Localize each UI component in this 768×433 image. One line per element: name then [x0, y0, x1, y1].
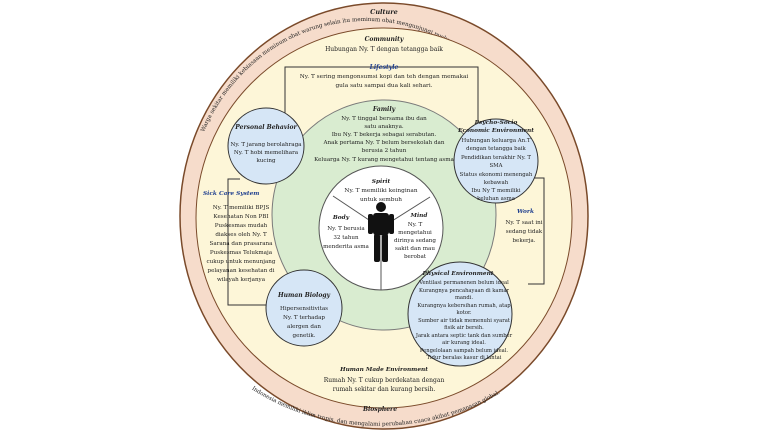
- work-text-3: bekerja.: [512, 238, 535, 244]
- physical-environment-text-8: Jarak antara septic tank dan sumber: [415, 333, 513, 339]
- sick-care-text-4: diakses oleh Ny. T: [215, 232, 267, 238]
- work-connector: [528, 177, 545, 285]
- human-made-text-1: Rumah Ny. T cukup berdekatan dengan: [324, 377, 445, 384]
- physical-environment-text-1: Ventilasi permanenen belum ideal: [418, 280, 509, 286]
- family-text-3: Ibu Ny. T bekerja sebagai serabutan.: [332, 132, 437, 138]
- physical-environment-text-4: Kurangnya kebersihan rumah, atap: [417, 303, 511, 309]
- physical-environment-text-7: fisik air bersih.: [444, 325, 484, 331]
- mind-text-5: berobat: [404, 254, 427, 260]
- sick-care-connector: [227, 178, 268, 306]
- physical-environment-text-10: Pengelolaan sampah belum ideal.: [420, 348, 509, 354]
- psycho-socio-text-1: Hubungan keluarga An.T: [462, 138, 531, 144]
- physical-environment-text-3: mandi.: [455, 295, 473, 301]
- sick-care-text-8: pelayanan kesehatan di: [208, 268, 275, 274]
- personal-behavior-bubble: [227, 107, 305, 185]
- lifestyle-bracket: [284, 66, 479, 126]
- work-text-1: Ny. T saat ini: [505, 220, 542, 226]
- mind-text-3: dirinya sedang: [394, 238, 436, 244]
- spirit-label: Spirit: [372, 179, 391, 185]
- human-biology-text-3: alergen dan: [287, 324, 321, 330]
- family-text-6: Keluarga Ny. T kurang mengetahui tentang…: [314, 157, 454, 163]
- human-biology-bubble: [265, 269, 343, 347]
- work-text-2: sedang tidak: [506, 229, 543, 235]
- sick-care-text-5: Sarana dan prasarana: [210, 241, 274, 247]
- body-text-3: menderita asma: [323, 244, 369, 250]
- spirit-text-1: Ny. T memiliki keinginan: [344, 188, 417, 194]
- human-made-text-2: rumah sekitar dan kurang bersih.: [333, 386, 436, 393]
- family-text-5: berusia 2 tahun: [362, 148, 407, 154]
- lifestyle-label: Lifestyle: [369, 64, 399, 71]
- psycho-socio-text-3: Pendidikan terakhir Ny. T: [461, 155, 531, 161]
- psycho-socio-bubble: [453, 118, 539, 204]
- human-made-label: Human Made Environment: [339, 367, 428, 373]
- body-text-2: 32 tahun: [333, 235, 359, 241]
- psycho-socio-label-1: Psycho-Socio: [474, 120, 518, 126]
- human-biology-text-2: Ny. T terhadap: [283, 315, 325, 321]
- personal-behavior-text-2: Ny. T hobi memelihara: [234, 150, 299, 156]
- physical-environment-label: Physical Environment: [422, 271, 494, 277]
- psycho-socio-text-4: SMA: [489, 163, 502, 169]
- mind-text-2: mengetahui: [398, 230, 432, 236]
- physical-environment-text-11: Tidur beralas kasur di lantai: [427, 355, 502, 361]
- mind-label: Mind: [410, 213, 428, 219]
- physical-environment-text-5: kotor.: [456, 310, 471, 316]
- person-silhouette-icon: [368, 202, 394, 262]
- physical-environment-text-9: air kurang ideal.: [442, 340, 486, 346]
- sick-care-text-3: Puskesmas mudah: [215, 223, 268, 229]
- family-text-2: satu anaknya.: [364, 124, 404, 130]
- psycho-socio-text-8: keluhan asma: [477, 196, 516, 202]
- biosphere-label: Biosphere: [362, 406, 397, 413]
- sick-care-text-1: Ny. T memiliki BPJS: [213, 205, 270, 211]
- sick-care-text-2: Kesehatan Non PBI: [213, 214, 268, 220]
- psycho-socio-text-6: kebawah: [484, 180, 509, 186]
- physical-environment-text-2: Kurangnya pencahayaan di kamar: [419, 288, 509, 294]
- family-text-1: Ny. T tinggal bersama ibu dan: [341, 116, 427, 122]
- community-label: Community: [365, 36, 404, 43]
- psycho-socio-text-7: Ibu Ny T memiliki: [471, 188, 520, 194]
- human-biology-label: Human Biology: [277, 292, 331, 299]
- family-label: Family: [372, 106, 396, 113]
- psycho-socio-text-2: dengan tetangga baik: [466, 146, 526, 152]
- sick-care-label: Sick Care System: [203, 191, 259, 197]
- psycho-socio-label-2: Economic Environment: [457, 128, 534, 134]
- sick-care-text-7: cukup untuk menunjang: [207, 259, 276, 265]
- lifestyle-text-1: Ny. T sering mengonsumsi kopi dan teh de…: [300, 74, 469, 80]
- sick-care-text-9: wilayah kerjanya: [217, 277, 266, 283]
- work-label: Work: [517, 209, 534, 215]
- mind-text-4: sakit dan mau: [395, 246, 435, 252]
- physical-environment-bubble: [407, 261, 513, 367]
- body-label: Body: [332, 215, 350, 221]
- psycho-socio-text-5: Status ekonomi menengah: [460, 172, 533, 178]
- mind-text-1: Ny. T: [408, 222, 423, 228]
- lifestyle-text-2: gula satu sampai dua kali sehari.: [335, 83, 432, 89]
- physical-environment-text-6: Sumber air tidak memenuhi syarat: [418, 318, 511, 324]
- family-text-4: Anak pertama Ny. T belum bersekolah dan: [323, 140, 445, 146]
- personal-behavior-text-1: Ny. T jarang berolahraga: [231, 142, 303, 148]
- culture-label: Culture: [370, 8, 398, 16]
- sick-care-text-6: Puskesmas Telukmaja: [210, 250, 273, 256]
- personal-behavior-label: Personal Behavior: [234, 124, 297, 131]
- human-biology-text-4: genetik.: [292, 333, 315, 339]
- human-biology-text-1: Hipersensitivitas: [280, 306, 328, 312]
- community-text: Hubungan Ny. T dengan tetangga baik: [325, 46, 443, 53]
- body-text-1: Ny. T berusia: [327, 226, 365, 232]
- spirit-text-2: untuk sembuh: [360, 197, 402, 203]
- personal-behavior-text-3: kucing: [256, 158, 276, 164]
